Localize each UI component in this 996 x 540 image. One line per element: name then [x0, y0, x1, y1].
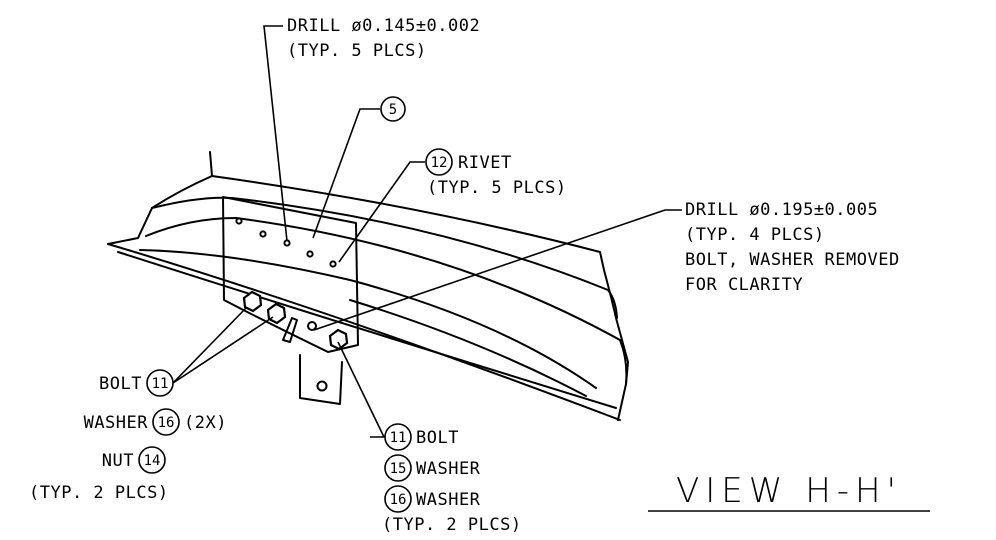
- bolt-head-right: [328, 328, 349, 351]
- leaders: [172, 25, 682, 438]
- rivet-hole: [306, 250, 314, 258]
- note-left-washer: WASHER: [84, 413, 149, 433]
- plate-outline: [222, 196, 359, 353]
- note-drill-large-2: (TYP. 4 PLCS): [685, 225, 825, 245]
- spacer: [282, 317, 298, 343]
- note-drill-small-2: (TYP. 5 PLCS): [287, 41, 427, 61]
- note-right-bolt: BOLT: [416, 428, 459, 448]
- rail-flange-3: [139, 249, 597, 389]
- balloon-5: [380, 96, 406, 122]
- balloon-left-bolt: [146, 369, 174, 397]
- balloon-right-washer-b: [384, 485, 412, 513]
- note-right-washer-a: WASHER: [416, 459, 481, 479]
- balloon-left-nut-text: 14: [144, 453, 161, 469]
- rail-bottom-edge: [107, 243, 621, 421]
- note-drill-large-1: DRILL ø0.195±0.005: [685, 200, 878, 220]
- balloon-left-washer-text: 16: [158, 415, 175, 431]
- rivet-hole: [329, 260, 337, 268]
- balloon-12: [425, 148, 453, 176]
- leader-rivet: [338, 161, 425, 263]
- bolt-head-left-2: [266, 302, 287, 325]
- balloon-left-bolt-text: 11: [152, 376, 169, 392]
- note-left-typ: (TYP. 2 PLCS): [29, 483, 169, 503]
- curved-rail: [107, 151, 629, 421]
- leader-item5: [312, 108, 380, 239]
- balloon-right-bolt-text: 11: [390, 430, 407, 446]
- balloon-right-washer-b-text: 16: [390, 492, 407, 508]
- rail-right-end: [603, 269, 629, 421]
- note-rivet-typ: (TYP. 5 PLCS): [427, 178, 567, 198]
- drill-hole: [307, 321, 317, 331]
- plate-tab: [299, 354, 343, 405]
- balloon-right-bolt: [384, 423, 412, 451]
- note-drill-large-3: BOLT, WASHER REMOVED: [685, 250, 900, 270]
- view-title-group: VIEW H-H': [648, 471, 930, 512]
- balloon-left-nut: [138, 446, 166, 474]
- rivet-hole: [235, 217, 243, 225]
- notes: DRILL ø0.145±0.002 (TYP. 5 PLCS) RIVET (…: [29, 16, 900, 535]
- leader-drill-small: [263, 25, 288, 242]
- note-right-typ: (TYP. 2 PLCS): [382, 515, 522, 535]
- rail-flange-4: [349, 299, 587, 397]
- balloon-5-text: 5: [389, 102, 397, 118]
- rail-flange-2: [145, 217, 628, 385]
- rail-left-end: [107, 175, 213, 245]
- rivet-hole: [259, 230, 267, 238]
- rail-flange-1: [151, 196, 618, 319]
- balloon-12-text: 12: [431, 155, 448, 171]
- note-right-washer-b: WASHER: [416, 490, 481, 510]
- note-rivet: RIVET: [458, 153, 512, 173]
- tab-hole: [316, 380, 328, 392]
- bracket-plate: [222, 196, 359, 405]
- note-drill-large-4: FOR CLARITY: [685, 275, 803, 295]
- view-title: VIEW H-H': [676, 471, 902, 511]
- balloon-left-washer: [152, 408, 180, 436]
- rail-top-edge: [209, 151, 605, 271]
- leader-left-bolt-2: [172, 316, 274, 384]
- rivet-hole: [283, 239, 291, 247]
- bolt-head-left-1: [242, 290, 263, 313]
- leader-right-bolt: [337, 341, 386, 438]
- leader-drill-large: [313, 209, 682, 331]
- note-left-washer-qty: (2X): [184, 413, 227, 433]
- leader-left-bolt-1: [172, 307, 247, 384]
- note-left-bolt: BOLT: [99, 374, 142, 394]
- balloon-right-washer-a: [384, 454, 412, 482]
- bolt-heads: [242, 290, 349, 351]
- rivet-holes: [235, 217, 337, 331]
- rail-bottom-edge-2: [117, 251, 617, 409]
- balloons: 5 12 11 16 14 11 15 16: [138, 96, 453, 513]
- balloon-right-washer-a-text: 15: [390, 461, 407, 477]
- note-drill-small-1: DRILL ø0.145±0.002: [287, 16, 480, 36]
- note-left-nut: NUT: [102, 451, 134, 471]
